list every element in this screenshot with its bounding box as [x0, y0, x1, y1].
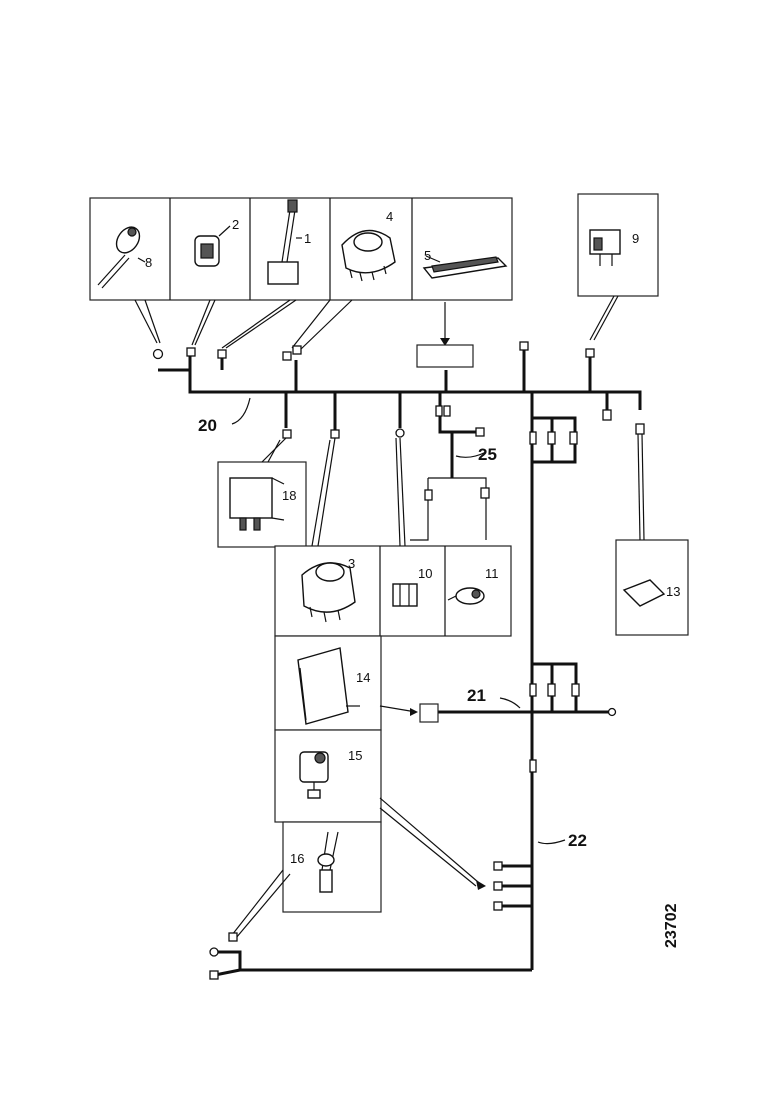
- callout-13: 13: [666, 584, 680, 599]
- component-16-sensor: [317, 831, 339, 893]
- callout-5: 5: [424, 248, 431, 263]
- component-15-actuator: [299, 751, 329, 799]
- component-3-control-unit: [301, 562, 356, 623]
- top-component-panel: [89, 197, 513, 301]
- callout-9: 9: [632, 231, 639, 246]
- component-11-sensor: [447, 587, 485, 605]
- component-9-box: [577, 193, 659, 297]
- callout-4: 4: [386, 209, 393, 224]
- component-18-box: [217, 437, 307, 548]
- component-8-sensor: [97, 226, 146, 289]
- callout-8: 8: [145, 255, 152, 270]
- callout-14: 14: [356, 670, 370, 685]
- component-1-switch: [267, 199, 302, 285]
- harness-label-21: 21: [467, 686, 486, 705]
- component-10-connector: [392, 583, 418, 607]
- harness-label-25: 25: [478, 445, 497, 464]
- callout-18: 18: [282, 488, 296, 503]
- component-13-box: [615, 433, 689, 636]
- callout-16: 16: [290, 851, 304, 866]
- harness-label-22: 22: [568, 831, 587, 850]
- top-leads: [134, 295, 619, 351]
- figure-reference: 23702: [663, 903, 680, 948]
- callout-11: 11: [485, 566, 499, 581]
- callout-3: 3: [348, 556, 355, 571]
- callout-labels: 8 2 1 4 5 9 18 3 10 11 13 14 15 16 20 25…: [145, 209, 680, 948]
- callout-2: 2: [232, 217, 239, 232]
- callout-10: 10: [418, 566, 432, 581]
- callout-15: 15: [348, 748, 362, 763]
- harness-label-20: 20: [198, 416, 217, 435]
- harness-20-connectors: [152, 341, 645, 439]
- harness-25: [410, 432, 490, 541]
- component-14-ecu: [297, 647, 360, 725]
- harness-21-22: [209, 392, 617, 980]
- harness-20: [158, 302, 642, 434]
- callout-1: 1: [304, 231, 311, 246]
- component-5-fuse-box: [422, 255, 508, 279]
- component-2-connector: [194, 225, 231, 267]
- component-4-control-unit: [341, 229, 396, 282]
- harness-leaders: [231, 397, 566, 845]
